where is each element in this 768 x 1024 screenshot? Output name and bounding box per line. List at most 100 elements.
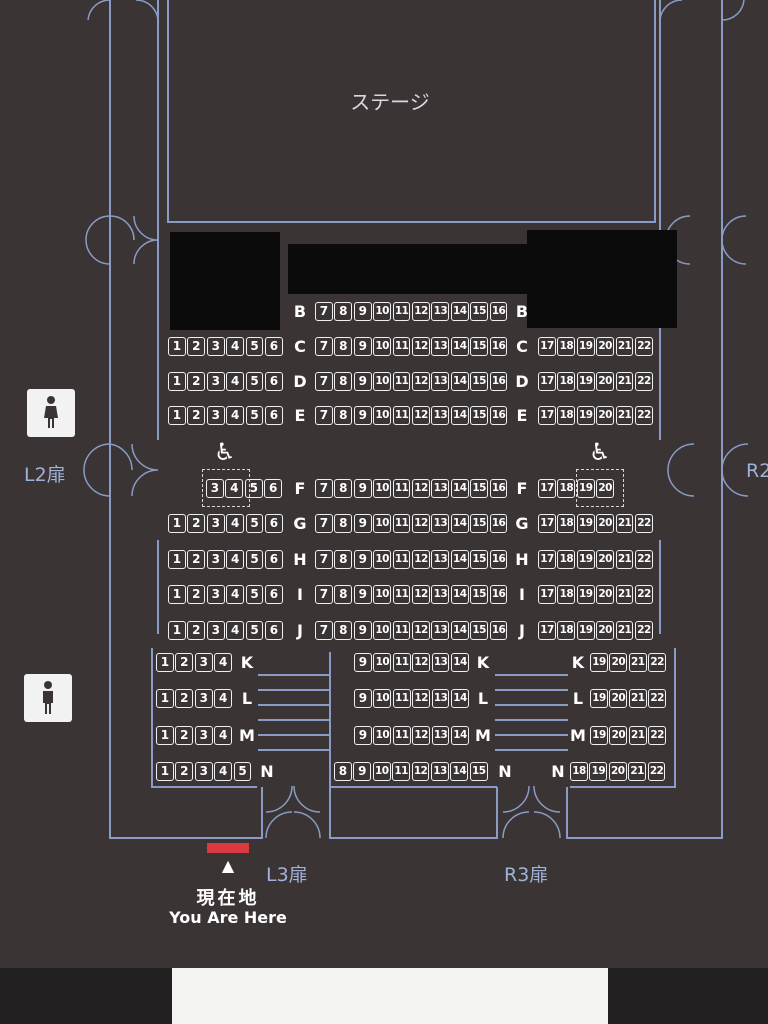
seat: 20 xyxy=(596,550,615,569)
seat: 11 xyxy=(392,585,411,604)
seat: 3 xyxy=(206,585,225,604)
row-label: I xyxy=(519,585,525,604)
row-label: F xyxy=(294,479,306,498)
seat: 2 xyxy=(187,514,206,533)
seat: 12 xyxy=(412,550,430,569)
seat: 20 xyxy=(596,406,615,425)
seat: 8 xyxy=(334,302,353,321)
seat: 11 xyxy=(392,406,411,425)
seat: 12 xyxy=(411,762,430,781)
seat: 11 xyxy=(392,550,411,569)
seat: 3 xyxy=(194,762,213,781)
seat: 1 xyxy=(156,762,174,781)
seat: 10 xyxy=(372,762,391,781)
seat: 19 xyxy=(576,372,595,391)
seat: 7 xyxy=(315,302,333,321)
seat: 19 xyxy=(590,689,608,708)
seat: 10 xyxy=(373,653,392,672)
seat: 9 xyxy=(354,689,372,708)
door-label-r3: R3扉 xyxy=(504,864,549,886)
seat: 13 xyxy=(431,514,450,533)
seat: 2 xyxy=(175,653,194,672)
seat: 16 xyxy=(489,514,508,533)
seat: 1 xyxy=(168,372,186,391)
seat: 8 xyxy=(334,550,353,569)
seat: 14 xyxy=(450,406,469,425)
seat: 7 xyxy=(315,585,333,604)
seat: 17 xyxy=(538,550,556,569)
seat: 2 xyxy=(187,621,206,640)
row-label: G xyxy=(515,514,529,533)
seat: 4 xyxy=(226,621,245,640)
seat: 9 xyxy=(354,726,372,745)
row-label: J xyxy=(297,621,303,640)
women-restroom-sign xyxy=(27,389,75,437)
seat: 6 xyxy=(265,550,283,569)
seat: 3 xyxy=(206,406,225,425)
seat: 14 xyxy=(450,479,469,498)
seat: 16 xyxy=(489,372,508,391)
seat: 5 xyxy=(245,337,264,356)
seat: 21 xyxy=(615,585,634,604)
wheelchair-space-left xyxy=(202,469,250,507)
seat: 4 xyxy=(226,372,245,391)
seat: 13 xyxy=(431,762,449,781)
seat: 18 xyxy=(570,762,588,781)
seat: 8 xyxy=(334,514,353,533)
seat: 13 xyxy=(431,653,450,672)
seat: 3 xyxy=(206,372,225,391)
seat: 10 xyxy=(373,406,392,425)
seat: 15 xyxy=(470,372,489,391)
seat: 5 xyxy=(245,585,264,604)
row-label: H xyxy=(293,550,307,569)
seat: 8 xyxy=(334,762,352,781)
seat: 15 xyxy=(470,621,489,640)
row-label: M xyxy=(239,726,255,745)
seat: 19 xyxy=(590,726,608,745)
seat: 22 xyxy=(635,337,653,356)
seat: 19 xyxy=(576,406,595,425)
seat: 21 xyxy=(628,653,647,672)
seat: 14 xyxy=(450,621,469,640)
seat: 17 xyxy=(538,621,556,640)
seat: 5 xyxy=(245,514,264,533)
row-label: L xyxy=(241,689,253,708)
seat: 21 xyxy=(615,337,634,356)
seat: 22 xyxy=(635,550,653,569)
seat: 2 xyxy=(175,762,194,781)
seat: 19 xyxy=(589,762,608,781)
seat: 2 xyxy=(175,726,194,745)
seat: 9 xyxy=(353,337,372,356)
seat: 8 xyxy=(334,621,353,640)
seat: 14 xyxy=(450,762,469,781)
paper-sheet xyxy=(172,968,608,1024)
seat: 12 xyxy=(412,689,431,708)
seat: 16 xyxy=(489,337,508,356)
seat: 4 xyxy=(214,762,233,781)
seat: 22 xyxy=(648,726,667,745)
seat: 18 xyxy=(557,406,576,425)
seat: 16 xyxy=(489,585,508,604)
seat: 2 xyxy=(187,406,206,425)
stage-label: ステージ xyxy=(350,90,430,114)
seat: 15 xyxy=(470,585,489,604)
seat: 13 xyxy=(431,689,450,708)
seat: 22 xyxy=(648,689,667,708)
man-restroom-icon xyxy=(43,681,53,714)
seat: 1 xyxy=(168,337,186,356)
seat: 20 xyxy=(596,514,615,533)
seat: 5 xyxy=(233,762,252,781)
seat: 14 xyxy=(450,585,469,604)
row-label: I xyxy=(297,585,303,604)
you-are-here-label-jp: 現在地 xyxy=(196,888,260,909)
seat: 4 xyxy=(226,550,245,569)
seat: 17 xyxy=(538,406,556,425)
seat: 11 xyxy=(392,337,411,356)
seat: 20 xyxy=(596,585,615,604)
seat: 19 xyxy=(576,585,595,604)
door-label-l2: L2扉 xyxy=(24,464,66,486)
seat: 18 xyxy=(557,514,576,533)
seat: 15 xyxy=(470,406,489,425)
seat: 9 xyxy=(353,762,372,781)
